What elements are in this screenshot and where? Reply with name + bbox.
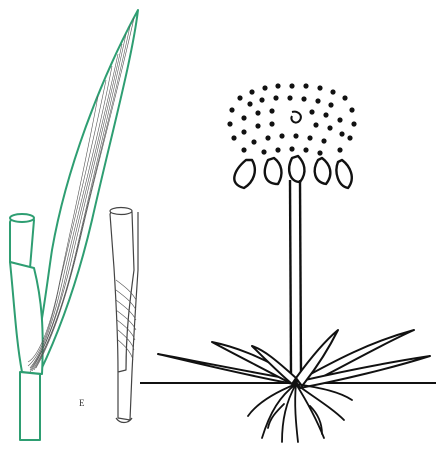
culm-lower xyxy=(20,372,40,440)
panel-label-e: E xyxy=(79,399,85,408)
culm-top-opening xyxy=(10,214,34,222)
culm-sketch-second xyxy=(110,208,138,423)
root-system xyxy=(248,384,352,442)
basal-leaf-rosette xyxy=(158,330,430,388)
leaf-drawing-green xyxy=(10,10,138,440)
flower-head-center-curl xyxy=(291,112,300,123)
leaf-sheath xyxy=(10,262,43,374)
flower-stalk xyxy=(290,180,301,374)
involucral-bracts xyxy=(234,156,351,188)
